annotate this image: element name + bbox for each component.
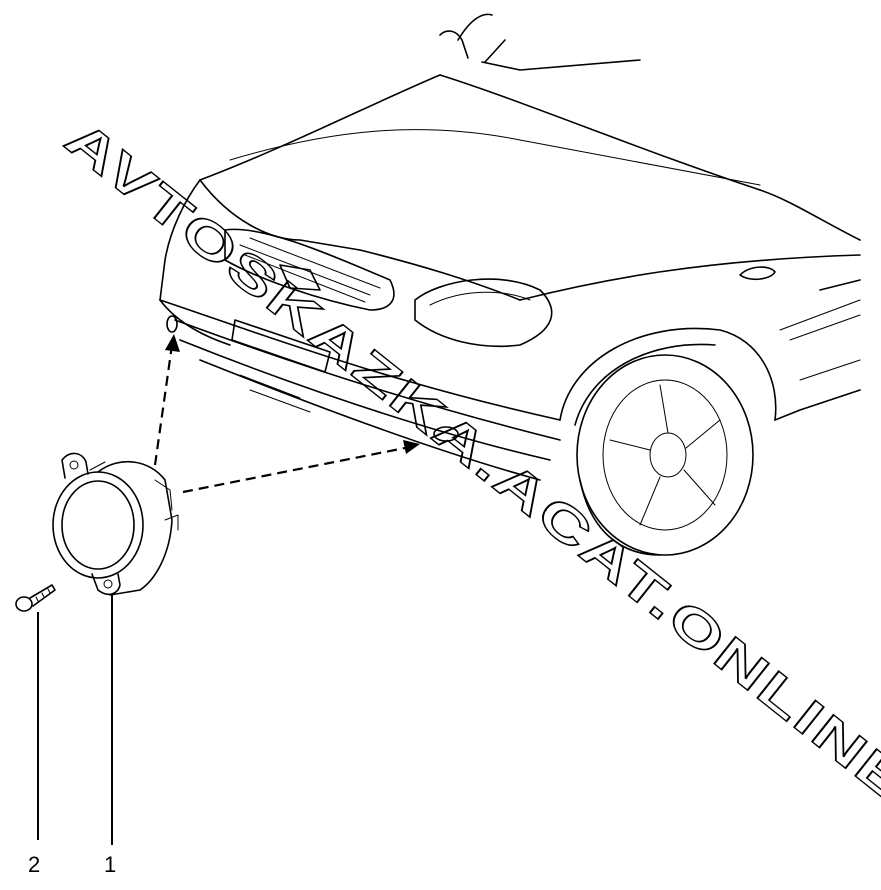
screw-part <box>15 584 56 612</box>
callout-fog-lamp: 1 <box>104 852 116 877</box>
assembly-arrows <box>153 334 420 494</box>
callout-screw: 2 <box>28 852 40 877</box>
watermark: AVTOSKAZKA.ACAT.ONLINE <box>55 110 881 814</box>
fog-lamp-part <box>52 452 179 596</box>
vehicle-front-outline <box>159 13 861 556</box>
